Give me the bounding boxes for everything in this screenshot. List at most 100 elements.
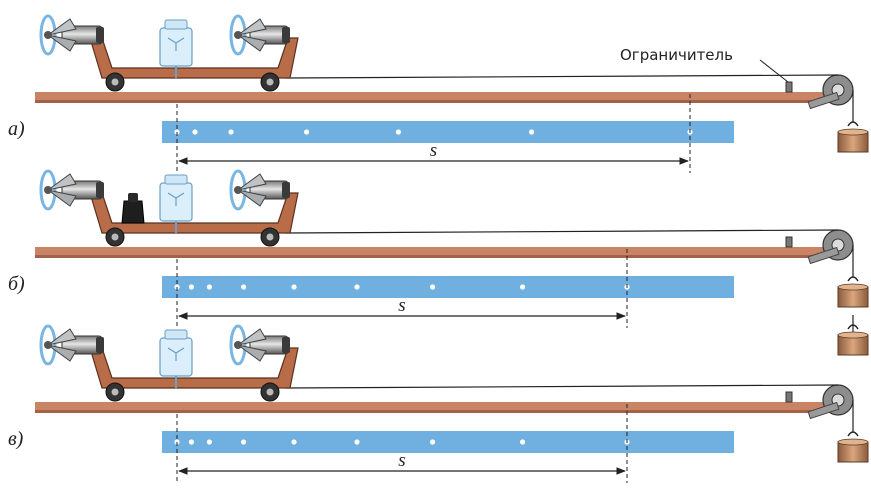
dropper-bow [167, 37, 185, 51]
panel-2: б)s [8, 169, 869, 356]
tape-dot [206, 284, 212, 290]
fan-guard [229, 324, 247, 366]
tape-dot [304, 129, 310, 135]
track-edge [35, 100, 825, 103]
fan-blade [237, 344, 267, 362]
tape-dot [291, 284, 297, 290]
tape-dot [206, 439, 212, 445]
pulley-bracket [807, 91, 840, 110]
panel-3: в) s [8, 324, 869, 483]
track-edge [35, 255, 825, 258]
tape-dot [241, 439, 247, 445]
motor-cap [96, 182, 104, 198]
fan-blade [237, 173, 267, 191]
fan-blade [237, 34, 267, 52]
fan-guard [229, 14, 247, 56]
motor-cap [282, 182, 290, 198]
tape-dot [192, 129, 198, 135]
tape-dot [520, 439, 526, 445]
fan-blade [47, 344, 77, 362]
cart-wheel-hub [111, 388, 119, 396]
dropper-bow [167, 192, 185, 206]
tape-dot [354, 439, 360, 445]
tape-dot [241, 284, 247, 290]
fan-blade [47, 189, 77, 207]
fan-blade [47, 34, 77, 52]
fan-blade [237, 18, 267, 36]
weight-hook [847, 121, 859, 127]
cart-weight [121, 200, 145, 224]
fan-blade [237, 328, 267, 346]
tape-dot [291, 439, 297, 445]
panel-label: а) [8, 118, 25, 140]
fan-blade [47, 18, 77, 36]
hanging-weight-top [837, 331, 869, 339]
string [285, 229, 839, 234]
pulley-bracket [807, 246, 840, 265]
dropper-cap [164, 174, 188, 185]
limiter-block [785, 236, 793, 248]
distance-label: s [398, 295, 405, 316]
tape-dot [430, 284, 436, 290]
fan-hub [234, 186, 242, 194]
hanging-weight-top [837, 283, 869, 291]
tape-dot [430, 439, 436, 445]
panels: а)sб)sв)s [8, 14, 869, 483]
tape-dot [395, 129, 401, 135]
panel-label: в) [8, 428, 24, 450]
limiter-block [785, 81, 793, 93]
fan-guard [229, 169, 247, 211]
weight-hook [847, 324, 859, 330]
limiter-pointer-line [759, 59, 789, 83]
ticker-tape [162, 431, 734, 453]
weight-hook [847, 276, 859, 282]
fan-guard [39, 14, 57, 56]
hanging-weight-top [837, 128, 869, 136]
cart-wheel-hub [111, 78, 119, 86]
tape-dot [520, 284, 526, 290]
dropper-cap [164, 19, 188, 30]
fan-hub [44, 186, 52, 194]
track [35, 247, 825, 257]
ticker-tape [162, 121, 734, 143]
fan-hub [234, 341, 242, 349]
motor-cap [282, 337, 290, 353]
motor-cap [282, 27, 290, 43]
dropper-bow [167, 347, 185, 361]
track-edge [35, 410, 825, 413]
fan-blade [47, 328, 77, 346]
string [285, 384, 839, 389]
pulley-bracket [807, 401, 840, 420]
tape-dot [188, 284, 194, 290]
fan-blade [47, 173, 77, 191]
panel-1: а) s [8, 14, 869, 173]
tape-dot [354, 284, 360, 290]
cart-wheel-hub [111, 233, 119, 241]
cart-wheel-hub [266, 233, 274, 241]
cart-wheel-hub [266, 388, 274, 396]
fan-blade [237, 189, 267, 207]
string [285, 74, 839, 79]
distance-label: s [430, 140, 437, 161]
fan-hub [44, 31, 52, 39]
ticker-tape [162, 276, 734, 298]
tape-dot [188, 439, 194, 445]
hanging-weight-top [837, 438, 869, 446]
limiter-block [785, 391, 793, 403]
track [35, 402, 825, 412]
dropper-cap [164, 329, 188, 340]
limiter-label: Ограничитель [620, 46, 733, 64]
fan-guard [39, 324, 57, 366]
fan-hub [234, 31, 242, 39]
cart-wheel-hub [266, 78, 274, 86]
fan-hub [44, 341, 52, 349]
weight-hook [847, 431, 859, 437]
track [35, 92, 825, 102]
distance-label: s [398, 450, 405, 471]
motor-cap [96, 27, 104, 43]
tape-dot [228, 129, 234, 135]
fan-guard [39, 169, 57, 211]
motor-cap [96, 337, 104, 353]
tape-dot [529, 129, 535, 135]
